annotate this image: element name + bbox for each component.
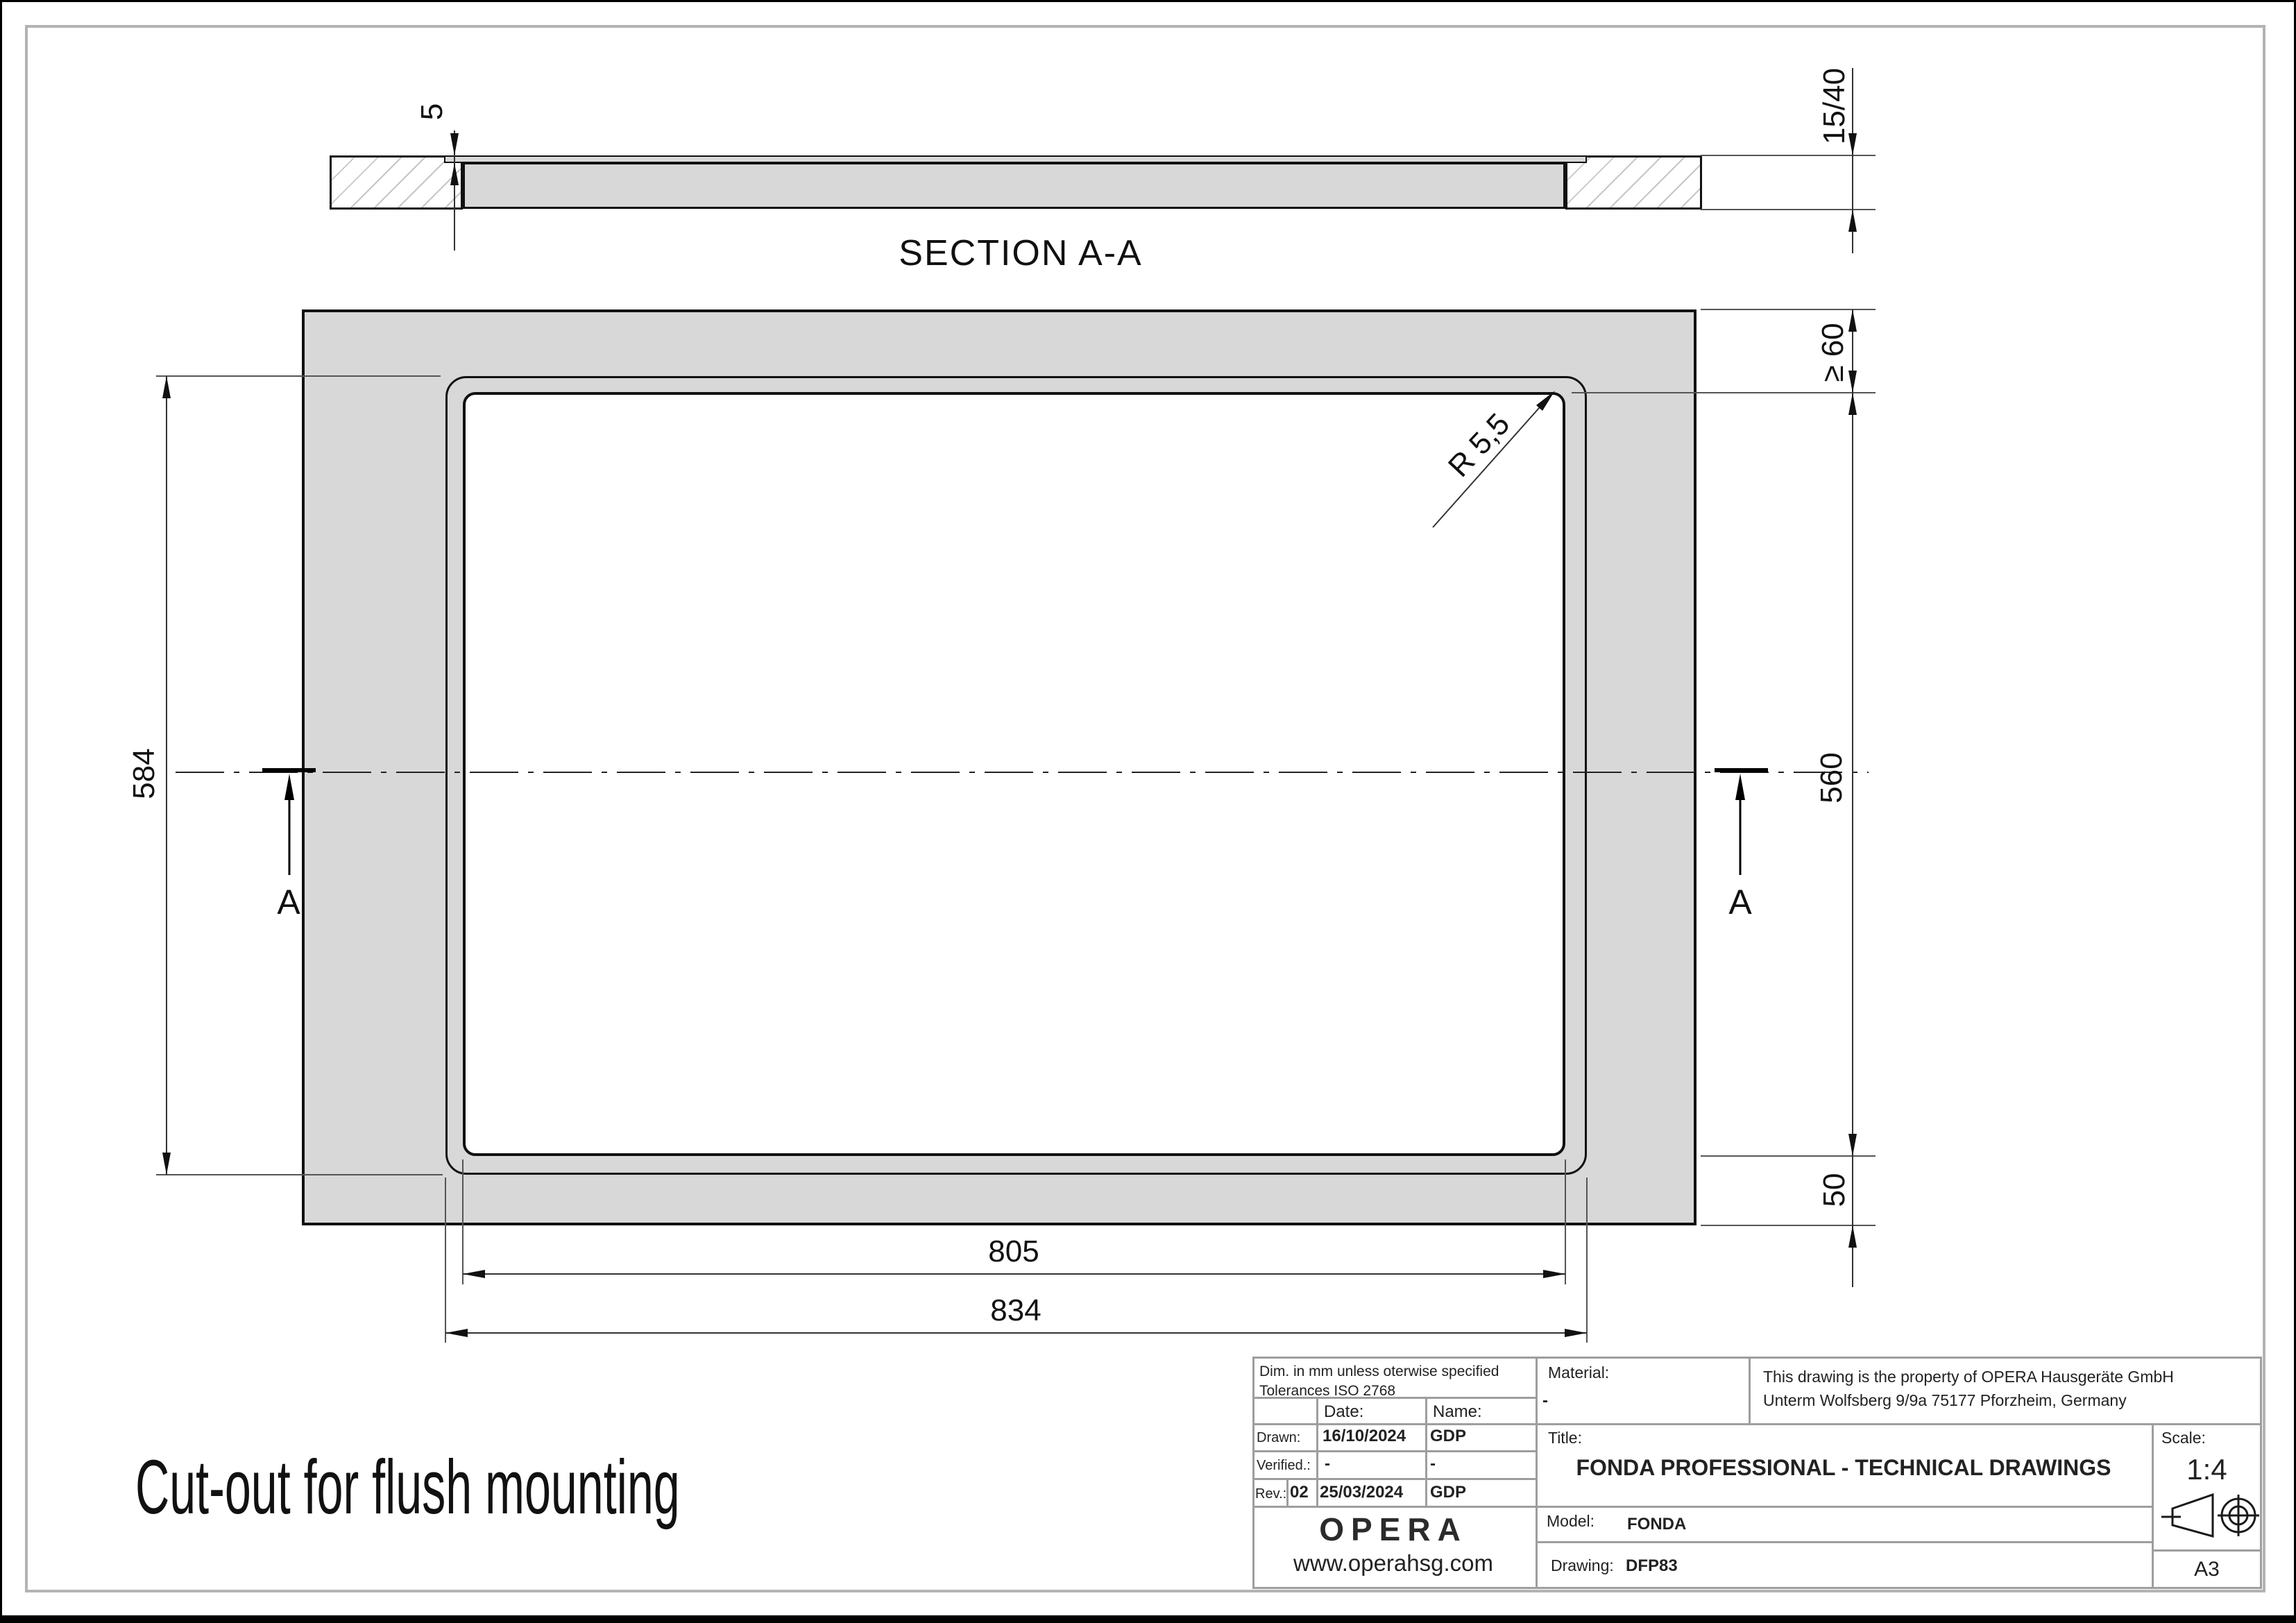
row-drawn-name: GDP [1430, 1427, 1467, 1445]
material-value: - [1542, 1391, 1548, 1410]
section-worktop-left [330, 155, 463, 210]
section-appliance-body [463, 162, 1565, 209]
scale-value: 1:4 [2186, 1453, 2227, 1486]
extension-lines [156, 155, 1876, 1343]
row-rev-label: Rev.: [1255, 1486, 1287, 1502]
company-website: www.operahsg.com [1293, 1550, 1493, 1576]
header-name: Name: [1433, 1402, 1482, 1421]
section-flange-lip [444, 155, 1587, 163]
material-label: Material: [1548, 1363, 1610, 1382]
row-drawn-label: Drawn: [1257, 1430, 1301, 1445]
row-drawn-date: 16/10/2024 [1323, 1427, 1406, 1445]
property-note-line1: This drawing is the property of OPERA Ha… [1763, 1368, 2174, 1386]
section-cut-markers [262, 768, 1768, 875]
row-rev-name: GDP [1430, 1483, 1467, 1502]
drawing-number-value: DFP83 [1626, 1556, 1678, 1575]
row-rev-date: 25/03/2024 [1320, 1483, 1404, 1502]
drawing-title: FONDA PROFESSIONAL - TECHNICAL DRAWINGS [1576, 1454, 2111, 1480]
property-note-line2: Unterm Wolfsberg 9/9a 75177 Pforzheim, G… [1763, 1391, 2127, 1409]
scale-label: Scale: [2161, 1429, 2206, 1447]
dim-min-top-clearance: ≥ 60 [1816, 323, 1850, 382]
inner-frame [25, 25, 2265, 1592]
dimension-lines [166, 68, 1853, 1334]
tolerance-note-line1: Dim. in mm unless oterwise specified [1259, 1363, 1499, 1379]
dim-cutout-height: 560 [1814, 752, 1848, 804]
section-marker-left: A [277, 883, 300, 921]
page-bottom-border [2, 1615, 2294, 1623]
dim-bottom-clearance: 50 [1817, 1173, 1851, 1207]
dim-flange-thickness: 5 [415, 103, 449, 121]
plan-cutout-outline [463, 392, 1565, 1156]
first-angle-projection-icon [2161, 1493, 2259, 1538]
dimension-arrows [162, 133, 1857, 1337]
row-rev-number: 02 [1290, 1483, 1309, 1502]
sheet-size: A3 [2194, 1558, 2220, 1581]
section-marker-right: A [1728, 883, 1752, 921]
dim-recess-height: 584 [127, 748, 161, 799]
model-value: FONDA [1627, 1515, 1687, 1533]
drawing-number-label: Drawing: [1551, 1556, 1614, 1574]
dim-cutout-width: 805 [988, 1234, 1039, 1268]
title-label: Title: [1548, 1429, 1582, 1447]
tolerance-note-line2: Tolerances ISO 2768 [1259, 1383, 1396, 1399]
model-label: Model: [1547, 1512, 1595, 1530]
row-verified-name: - [1430, 1454, 1436, 1473]
title-block [1252, 1357, 2264, 1591]
section-view-title: SECTION A-A [899, 233, 1143, 273]
header-date: Date: [1324, 1402, 1364, 1421]
dim-worktop-thickness: 15/40 [1817, 67, 1851, 145]
company-logo: OPERA [1319, 1511, 1468, 1547]
row-verified-date: - [1325, 1454, 1330, 1473]
plan-recess-outline [445, 376, 1587, 1175]
page-caption: Cut-out for flush mounting [135, 1444, 680, 1530]
dim-recess-width: 834 [990, 1293, 1041, 1327]
section-worktop-right [1565, 155, 1702, 210]
row-verified-label: Verified.: [1257, 1458, 1311, 1473]
